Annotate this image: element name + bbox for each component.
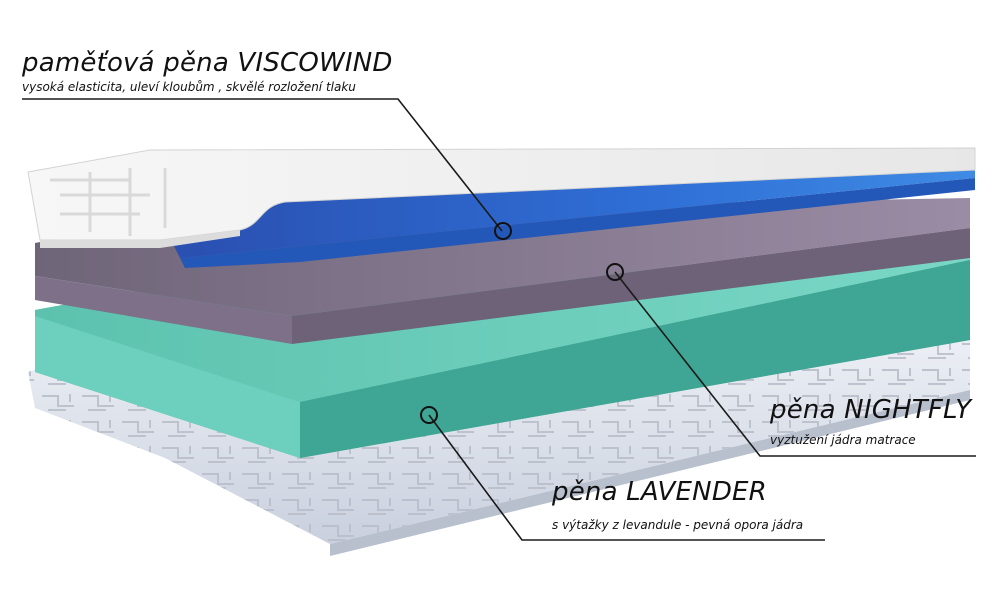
viscowind-marker (494, 222, 512, 240)
nightfly-subtitle: vyztužení jádra matrace (770, 433, 916, 447)
viscowind-title: paměťová pěna VISCOWIND (22, 48, 393, 78)
lavender-marker (420, 406, 438, 424)
lavender-subtitle: s výtažky z levandule - pevná opora jádr… (552, 518, 804, 532)
nightfly-title: pěna NIGHTFLY (770, 395, 972, 425)
leader-lines (22, 98, 976, 541)
nightfly-marker (606, 263, 624, 281)
viscowind-subtitle: vysoká elasticita, uleví kloubům , skvěl… (22, 80, 356, 94)
lavender-leader (428, 414, 825, 541)
nightfly-leader (614, 271, 976, 457)
viscowind-layer (170, 170, 975, 268)
viscowind-leader (22, 98, 503, 232)
lavender-title: pěna LAVENDER (552, 477, 767, 507)
top-cover-layer (27, 147, 976, 248)
